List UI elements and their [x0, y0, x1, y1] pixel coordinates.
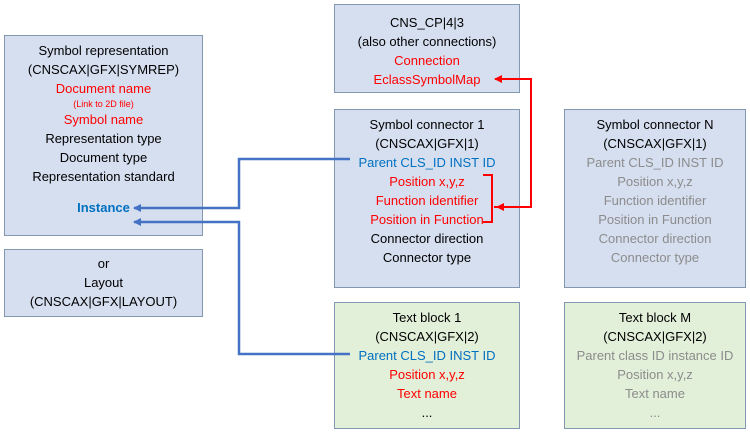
conn1-code: (CNSCAX|GFX|1)	[375, 136, 479, 151]
textM-parent: Parent class ID instance ID	[576, 348, 734, 363]
arrow-textblock1-to-instance	[133, 218, 350, 356]
symbol-connector-n-box: Symbol connector N (CNSCAX|GFX|1) Parent…	[564, 109, 746, 288]
text1-text-name: Text name	[397, 386, 457, 401]
connN-parent: Parent CLS_ID INST ID	[586, 155, 724, 170]
textM-text-name: Text name	[625, 386, 685, 401]
conn1-position: Position x,y,z	[389, 174, 465, 189]
symrep-link-note: (Link to 2D file)	[73, 99, 134, 109]
conn1-parent: Parent CLS_ID INST ID	[358, 155, 496, 170]
symrep-representation-standard: Representation standard	[32, 169, 175, 184]
connN-position-in-function: Position in Function	[598, 212, 712, 227]
cns-cp-connection: Connection	[394, 53, 460, 68]
conn1-type: Connector type	[382, 250, 472, 265]
conn1-direction: Connector direction	[370, 231, 484, 246]
symrep-representation-type: Representation type	[45, 131, 162, 146]
arrow-connector1-to-instance	[133, 157, 350, 212]
arrow-eclass-to-function	[494, 75, 532, 208]
text-block-m-box: Text block M (CNSCAX|GFX|2) Parent class…	[564, 302, 746, 429]
text1-parent: Parent CLS_ID INST ID	[358, 348, 496, 363]
textM-code: (CNSCAX|GFX|2)	[603, 329, 707, 344]
symrep-instance: Instance	[77, 200, 130, 215]
symrep-document-name: Document name	[55, 81, 152, 96]
textM-title: Text block M	[618, 310, 692, 325]
connN-direction: Connector direction	[598, 231, 712, 246]
symrep-symbol-name: Symbol name	[63, 112, 144, 127]
symbol-connector-1-box: Symbol connector 1 (CNSCAX|GFX|1) Parent…	[334, 109, 520, 288]
conn1-title: Symbol connector 1	[369, 117, 485, 132]
connN-type: Connector type	[610, 250, 700, 265]
symrep-document-type: Document type	[59, 150, 148, 165]
cns-cp-box: CNS_CP|4|3 (also other connections) Conn…	[334, 4, 520, 93]
conn1-position-in-function: Position in Function	[370, 212, 484, 227]
cns-cp-eclass-symbol-map: EclassSymbolMap	[373, 72, 481, 87]
layout-or: or	[97, 256, 110, 271]
symrep-code: (CNSCAX|GFX|SYMREP)	[27, 62, 180, 77]
cns-cp-note: (also other connections)	[357, 34, 497, 49]
connN-function-identifier: Function identifier	[603, 193, 707, 208]
layout-box: or Layout (CNSCAX|GFX|LAYOUT)	[4, 249, 203, 317]
symrep-title: Symbol representation	[38, 43, 169, 58]
function-bracket	[483, 174, 493, 223]
textM-ellipsis: ...	[649, 405, 661, 420]
text1-code: (CNSCAX|GFX|2)	[375, 329, 479, 344]
text-block-1-box: Text block 1 (CNSCAX|GFX|2) Parent CLS_I…	[334, 302, 520, 429]
textM-position: Position x,y,z	[617, 367, 693, 382]
text1-position: Position x,y,z	[389, 367, 465, 382]
cns-cp-title: CNS_CP|4|3	[390, 15, 464, 30]
conn1-function-identifier: Function identifier	[375, 193, 479, 208]
text1-title: Text block 1	[392, 310, 462, 325]
layout-title: Layout	[83, 275, 124, 290]
connN-code: (CNSCAX|GFX|1)	[603, 136, 707, 151]
connN-title: Symbol connector N	[596, 117, 714, 132]
connN-position: Position x,y,z	[617, 174, 693, 189]
symbol-representation-box: Symbol representation (CNSCAX|GFX|SYMREP…	[4, 35, 203, 236]
layout-code: (CNSCAX|GFX|LAYOUT)	[29, 294, 178, 309]
text1-ellipsis: ...	[421, 405, 433, 420]
